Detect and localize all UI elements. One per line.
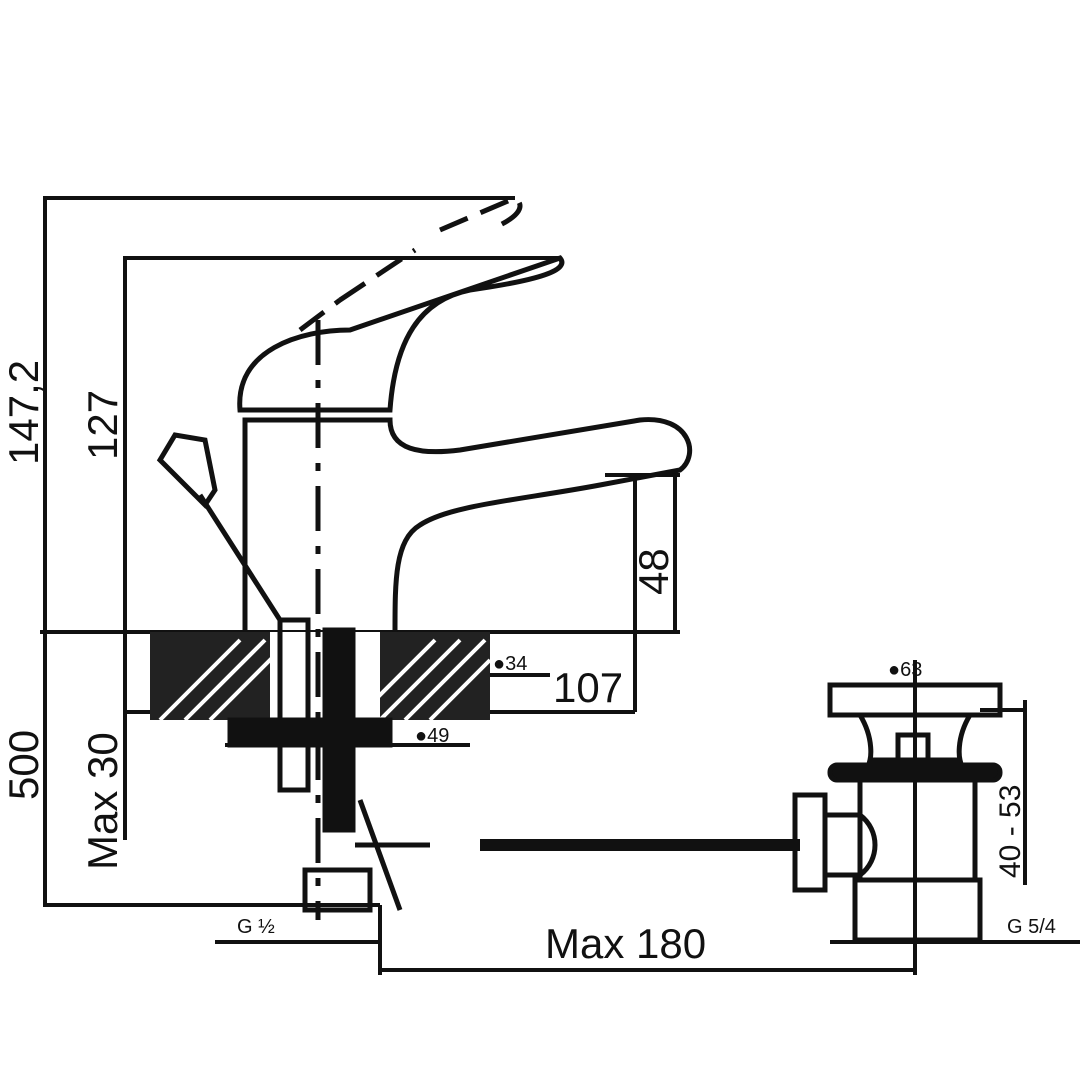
spout-height-label: 48: [630, 548, 677, 595]
total-height-label: 147,2: [0, 360, 47, 465]
body-height-label: 127: [79, 390, 126, 460]
waste-range-label: 40 - 53: [994, 785, 1027, 878]
waste-thread-label: G 5/4: [1007, 916, 1056, 938]
hose-length-label: 500: [0, 730, 47, 800]
dimension-labels: 147,2 127 48 107 ●34 ●49 ●63 500 Max 30 …: [0, 360, 1056, 967]
hole-diameter-label: ●34: [493, 653, 527, 675]
dimension-lines: [40, 196, 1080, 975]
max-counter-label: Max 30: [79, 732, 126, 870]
max-rod-label: Max 180: [545, 920, 706, 967]
base-diameter-label: ●49: [415, 725, 449, 747]
waste-assembly: [480, 682, 1003, 943]
waste-diameter-label: ●63: [888, 659, 922, 681]
faucet-body: [156, 195, 692, 920]
inlet-thread-label: G ½: [237, 916, 275, 938]
spout-reach-label: 107: [553, 664, 623, 711]
